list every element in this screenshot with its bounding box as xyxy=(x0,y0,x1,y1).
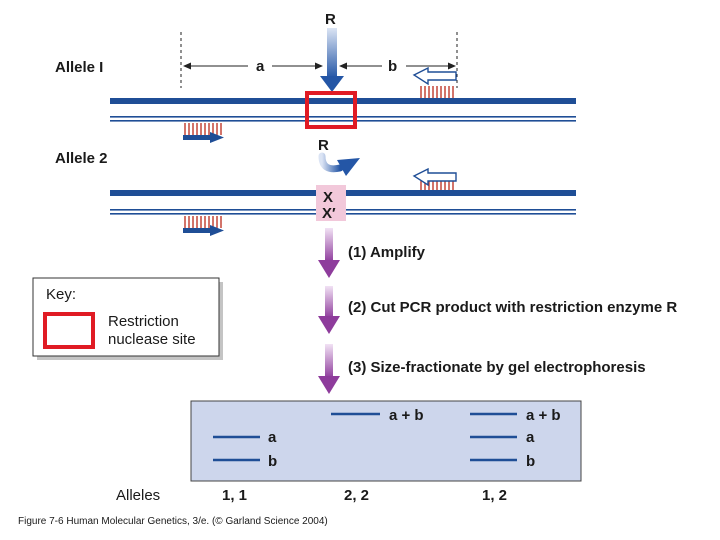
alleles-lane-1-label: 1, 1 xyxy=(222,487,247,504)
mutation-box xyxy=(316,185,346,221)
gel-label-lane-3-b: b xyxy=(526,453,535,470)
allele-2-label: Allele 2 xyxy=(55,150,108,167)
figure-caption: Figure 7-6 Human Molecular Genetics, 3/e… xyxy=(18,516,328,527)
enzyme-r-label-allele-2: R xyxy=(318,137,329,154)
enzyme-r-label-allele-1: R xyxy=(325,11,336,28)
step-2-arrow-icon xyxy=(318,286,340,334)
gel-label-lane-3-a: a xyxy=(526,429,535,446)
gel-label-lane-2-ab: a + b xyxy=(389,407,424,424)
key-restriction-site-icon xyxy=(43,312,95,349)
key-line-2: nuclease site xyxy=(108,331,196,348)
gel-panel xyxy=(190,400,582,482)
alleles-lane-3-label: 1, 2 xyxy=(482,487,507,504)
step-2-label: (2) Cut PCR product with restriction enz… xyxy=(348,299,677,316)
fragment-a-dimension xyxy=(183,56,323,74)
reverse-primer-allele-1-icon xyxy=(412,66,457,98)
alleles-lane-2-label: 2, 2 xyxy=(344,487,369,504)
forward-primer-allele-1-icon xyxy=(183,123,224,143)
fragment-b-label: b xyxy=(388,58,397,75)
mutation-top-label: X xyxy=(323,189,333,206)
enzyme-cut-arrow-icon xyxy=(320,28,344,92)
reverse-primer-allele-2-icon xyxy=(412,167,457,190)
gel-label-lane-1-a: a xyxy=(268,429,277,446)
restriction-site-box xyxy=(305,91,357,129)
step-3-label: (3) Size-fractionate by gel electrophore… xyxy=(348,359,646,376)
step-1-label: (1) Amplify xyxy=(348,244,426,261)
allele-1-bottom-strand-2 xyxy=(110,120,576,122)
allele-1-top-strand xyxy=(110,98,576,104)
gel-label-lane-3-ab: a + b xyxy=(526,407,561,424)
key-line-1: Restriction xyxy=(108,313,179,330)
forward-primer-allele-2-icon xyxy=(183,216,224,236)
step-1-arrow-icon xyxy=(318,228,340,278)
key-box xyxy=(32,277,223,360)
fragment-b-dimension xyxy=(339,56,456,74)
allele-1-label: Allele I xyxy=(55,59,103,76)
enzyme-blocked-arrow-icon xyxy=(318,152,360,176)
step-3-arrow-icon xyxy=(318,344,340,394)
allele-1-bottom-strand xyxy=(110,116,576,118)
key-title: Key: xyxy=(46,286,76,303)
mutation-bottom-label: X′ xyxy=(322,205,336,222)
alleles-row-label: Alleles xyxy=(116,487,160,504)
gel-label-lane-1-b: b xyxy=(268,453,277,470)
fragment-a-label: a xyxy=(256,58,265,75)
